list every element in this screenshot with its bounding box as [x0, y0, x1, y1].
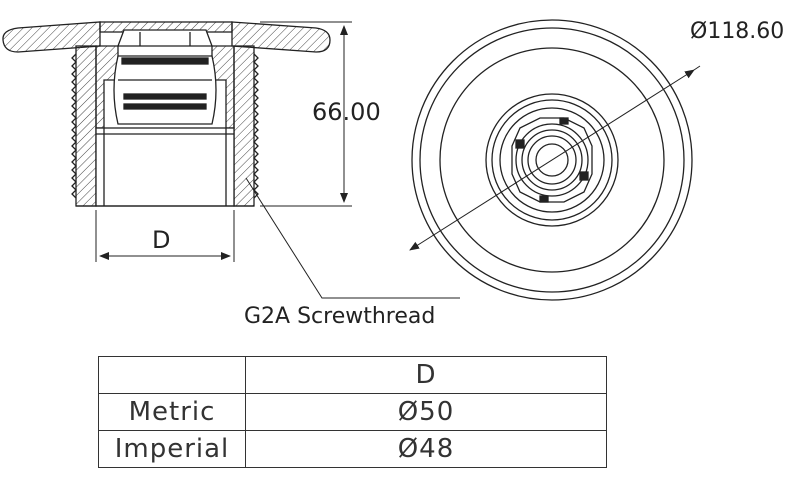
table-row: Metric Ø50: [98, 393, 607, 431]
body-wall-right: [233, 45, 255, 207]
diameter-dimension: [409, 65, 701, 251]
table-row-value: Ø48: [245, 430, 607, 468]
nozzle-band-1: [121, 57, 209, 65]
thread-left: [71, 53, 77, 199]
flange-right: [231, 21, 331, 53]
table-row-label: Metric: [98, 393, 246, 431]
height-dimension-label: 66.00: [312, 98, 381, 126]
size-table: D Metric Ø50 Imperial Ø48: [98, 356, 607, 468]
nozzle-ball: [113, 55, 217, 125]
thread-right: [253, 53, 259, 199]
table-row-value: Ø50: [245, 393, 607, 431]
table-header-value: D: [245, 356, 607, 394]
table-header-label: [98, 356, 246, 394]
height-dimension: [260, 21, 352, 207]
thread-leader: [245, 177, 460, 299]
table-header-row: D: [98, 356, 607, 394]
bore-dimension: [95, 210, 235, 262]
table-row-label: Imperial: [98, 430, 246, 468]
side-section-view: [2, 21, 331, 207]
bore-dimension-label: D: [152, 226, 170, 254]
nozzle-band-2: [123, 93, 207, 100]
body-wall-left: [75, 45, 97, 207]
nozzle-top: [117, 29, 213, 47]
flange-left: [2, 21, 101, 53]
table-row: Imperial Ø48: [98, 430, 607, 468]
nozzle-band-3: [123, 103, 207, 110]
diameter-dimension-label: Ø118.60: [690, 19, 784, 44]
thread-callout-label: G2A Screwthread: [244, 304, 435, 329]
socket: [95, 127, 235, 207]
